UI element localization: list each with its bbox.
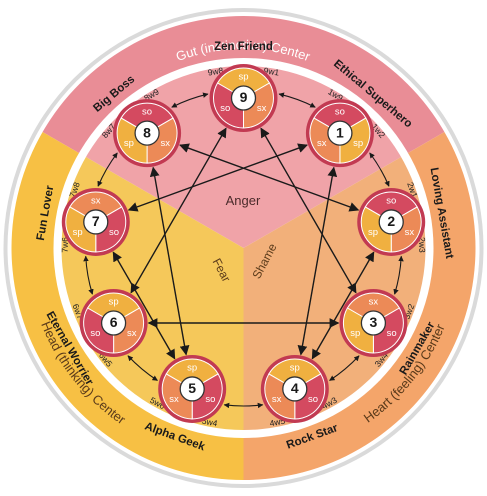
- node-number: 1: [336, 124, 344, 140]
- node-segment-label: sp: [353, 138, 363, 149]
- wing-arrow: [127, 355, 158, 381]
- node-segment-label: sp: [290, 362, 300, 373]
- node-segment-sp: [165, 358, 219, 390]
- type-name-9: Zen Friend: [214, 41, 273, 53]
- node-segment-sp: [268, 358, 322, 390]
- node-number: 2: [387, 213, 395, 229]
- node-segment-label: so: [90, 328, 100, 339]
- node-segment-label: so: [109, 227, 119, 238]
- node-center: [360, 310, 387, 336]
- node-segment-label: sx: [317, 138, 327, 149]
- node-segment-label: so: [387, 328, 397, 339]
- wing-arrow: [171, 92, 209, 108]
- wing-arrow: [278, 92, 316, 108]
- node-segment-label: sp: [109, 297, 119, 308]
- node-center: [179, 376, 205, 402]
- node-center: [327, 120, 353, 146]
- connection-line: [311, 251, 375, 360]
- type-nodes: sospsx1sosxsp2sxsosp3spsosx4spsosx5spsxs…: [61, 64, 426, 423]
- node-number: 9: [240, 89, 248, 105]
- wing-label: 2w3: [417, 237, 427, 253]
- type-node-4[interactable]: sp so sx 4: [260, 354, 329, 423]
- type-node-6[interactable]: sp sx so 6: [79, 289, 148, 357]
- type-node-7[interactable]: sx so sp 7: [61, 187, 130, 256]
- wing-arrows: [83, 92, 404, 409]
- node-segment-label: sx: [169, 394, 179, 405]
- node-center: [83, 209, 109, 235]
- node-center: [230, 85, 257, 111]
- node-segment-label: so: [220, 103, 230, 114]
- wing-arrow: [97, 152, 118, 187]
- node-segment-label: sx: [257, 103, 267, 114]
- node-number: 5: [188, 380, 196, 396]
- anger-label: Anger: [226, 193, 261, 208]
- wing-arrow: [83, 255, 94, 295]
- node-segment-label: sx: [161, 138, 171, 149]
- node-number: 4: [291, 380, 299, 396]
- type-node-1[interactable]: so sp sx 1: [305, 99, 374, 168]
- type-node-3[interactable]: sx so sp 3: [339, 289, 408, 357]
- node-center: [134, 120, 160, 146]
- node-segment-label: sp: [73, 227, 83, 238]
- node-number: 3: [370, 314, 378, 330]
- wing-arrow: [393, 255, 404, 295]
- wing-label: 7w6: [60, 237, 70, 253]
- node-segment-label: sp: [187, 362, 197, 373]
- wing-arrow: [223, 402, 264, 409]
- node-number: 6: [110, 314, 118, 330]
- type-node-5[interactable]: sp so sx 5: [158, 354, 227, 423]
- connection-line: [260, 127, 357, 294]
- node-segment-label: sx: [405, 227, 415, 238]
- type-node-8[interactable]: so sx sp 8: [113, 99, 182, 168]
- node-segment-label: sx: [127, 328, 137, 339]
- node-segment-label: sp: [238, 72, 248, 83]
- node-segment-label: so: [308, 394, 318, 405]
- node-segment-label: sx: [91, 195, 101, 206]
- connection-line: [130, 127, 227, 294]
- node-segment-label: so: [142, 107, 152, 118]
- wing-arrow: [369, 152, 390, 187]
- node-segment-so: [364, 191, 418, 223]
- node-segment-label: so: [335, 107, 345, 118]
- node-number: 7: [92, 213, 100, 229]
- type-node-9[interactable]: sp sx so 9: [209, 64, 278, 132]
- node-number: 8: [143, 124, 151, 140]
- node-segment-label: sx: [272, 394, 282, 405]
- node-segment-label: so: [205, 394, 215, 405]
- node-center: [100, 310, 127, 336]
- node-segment-sx: [69, 191, 123, 223]
- node-segment-label: sp: [350, 328, 360, 339]
- node-center: [282, 376, 308, 402]
- connection-line: [112, 251, 176, 360]
- node-center: [378, 209, 404, 235]
- wing-arrow: [329, 355, 360, 381]
- node-segment-label: sp: [368, 227, 378, 238]
- node-segment-label: so: [386, 195, 396, 206]
- node-segment-label: sp: [124, 138, 134, 149]
- connection-lines: [112, 127, 375, 360]
- type-node-2[interactable]: so sx sp 2: [357, 187, 426, 256]
- node-segment-label: sx: [369, 297, 379, 308]
